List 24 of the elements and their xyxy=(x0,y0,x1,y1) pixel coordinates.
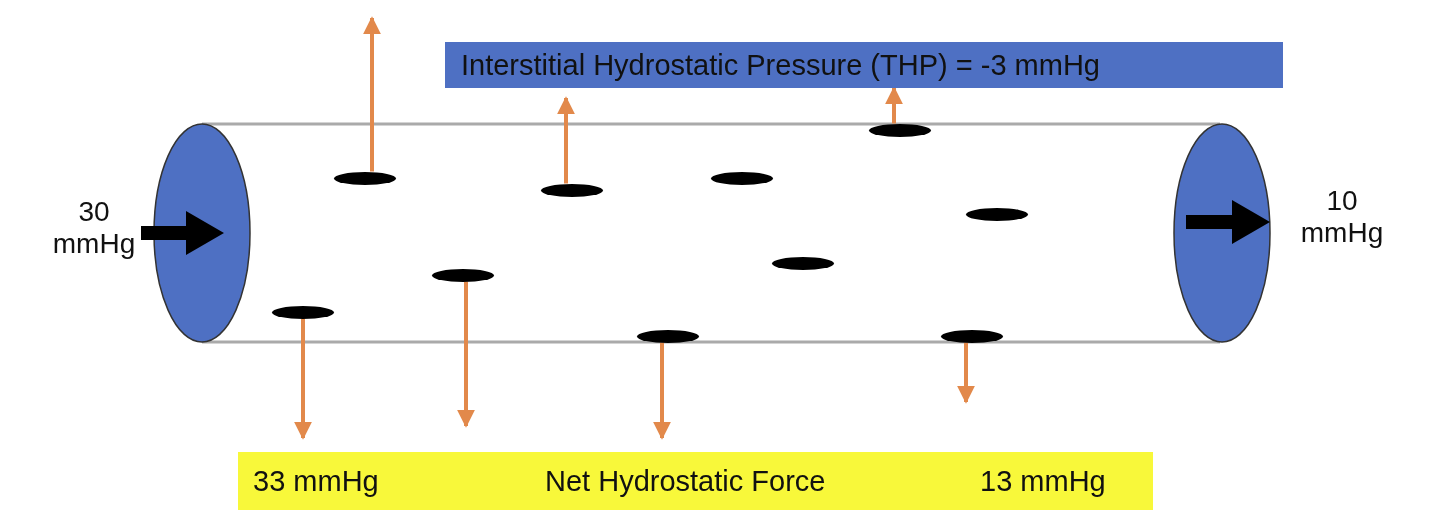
pressure-label: 30 mmHg xyxy=(51,196,137,260)
arrow xyxy=(653,342,671,440)
pore xyxy=(432,268,494,282)
arrow xyxy=(957,342,975,404)
pore xyxy=(272,305,334,319)
banner-text: Net Hydrostatic Force xyxy=(545,465,826,497)
arrow xyxy=(457,281,475,428)
pore xyxy=(711,171,773,185)
pressure-label: 10 mmHg xyxy=(1299,185,1385,249)
arrow xyxy=(885,86,903,124)
pore xyxy=(772,256,834,270)
arrow xyxy=(294,318,312,440)
banner-text: Interstitial Hydrostatic Pressure (THP) = -3 mmHg xyxy=(461,49,1100,81)
pore xyxy=(941,329,1003,343)
arrow xyxy=(557,96,575,184)
pore xyxy=(966,207,1028,221)
banner-text: 33 mmHg xyxy=(253,465,379,497)
pore xyxy=(334,171,396,185)
force-banner xyxy=(238,452,1153,510)
pore xyxy=(637,329,699,343)
arrow xyxy=(363,16,381,172)
banner-text: 13 mmHg xyxy=(980,465,1106,497)
pore xyxy=(541,183,603,197)
pressure-banner xyxy=(445,42,1283,88)
